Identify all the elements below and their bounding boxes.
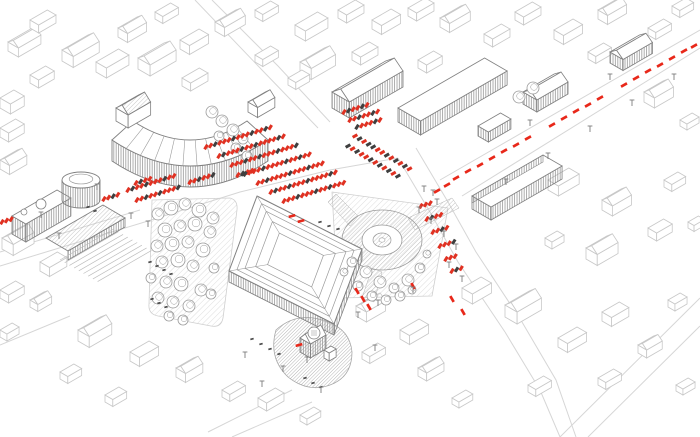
market-stalls-layer — [0, 101, 464, 275]
trees-layer — [145, 81, 540, 326]
street-market-red-elements-layer — [288, 43, 698, 348]
street-lamps-layer — [38, 73, 677, 393]
